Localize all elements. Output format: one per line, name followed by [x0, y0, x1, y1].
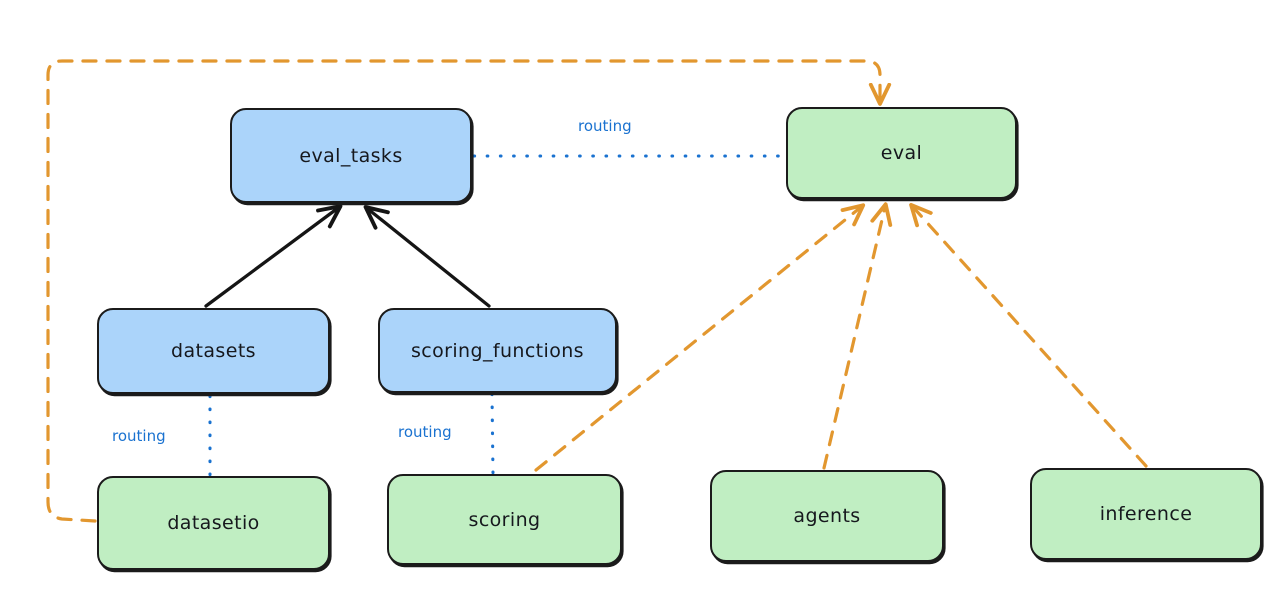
node-datasetio-label: datasetio [167, 512, 260, 534]
node-eval-tasks-label: eval_tasks [299, 144, 403, 167]
node-scoring-functions-label: scoring_functions [411, 339, 584, 362]
edge-label-routing-scoring-functions-scoring: routing [398, 423, 452, 441]
node-datasets[interactable]: datasets [97, 308, 330, 394]
node-eval[interactable]: eval [786, 107, 1017, 199]
node-datasets-label: datasets [171, 340, 256, 362]
node-eval-tasks[interactable]: eval_tasks [230, 108, 472, 203]
node-scoring-functions[interactable]: scoring_functions [378, 308, 617, 393]
node-scoring-label: scoring [468, 508, 541, 531]
edge-label-routing-eval-tasks-eval: routing [578, 117, 632, 135]
edge-inference-to-eval [909, 202, 1148, 468]
edge-scoring-functions-to-eval-tasks [363, 205, 491, 308]
node-inference[interactable]: inference [1030, 468, 1262, 560]
node-agents-label: agents [793, 505, 861, 527]
node-agents[interactable]: agents [710, 470, 944, 562]
edge-datasets-to-eval-tasks [204, 204, 343, 308]
node-scoring[interactable]: scoring [387, 474, 622, 565]
node-eval-label: eval [880, 142, 923, 164]
node-datasetio[interactable]: datasetio [97, 476, 330, 570]
node-inference-label: inference [1099, 503, 1193, 525]
edge-agents-to-eval [822, 202, 893, 470]
edge-label-routing-datasets-datasetio: routing [112, 427, 166, 445]
edge-scoring-functions-to-scoring [490, 392, 495, 476]
